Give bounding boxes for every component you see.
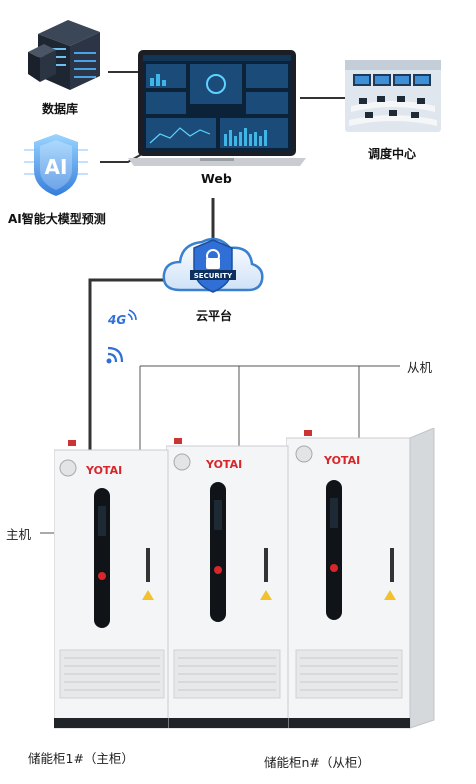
master-label: 主机	[6, 527, 32, 542]
4g-signal-icon: 4G	[107, 308, 138, 328]
web-laptop-icon	[128, 48, 306, 170]
cabinet-n: YOTAI	[285, 427, 452, 730]
database-server-icon	[28, 12, 112, 92]
link-cloud-cabinet	[88, 278, 170, 452]
cabinet-n-caption: 储能柜n#（从柜）	[264, 755, 370, 770]
ai-chip-icon: AI	[18, 130, 94, 200]
cabinet-1-brand: YOTAI	[86, 464, 123, 477]
web-label: Web	[201, 171, 232, 186]
dispatch-center-image	[345, 60, 441, 132]
svg-text:4G: 4G	[108, 313, 126, 327]
ai-model-label: AI智能大模型预测	[8, 212, 106, 226]
security-badge-text: SECURITY	[194, 272, 233, 280]
cabinet-2: YOTAI	[165, 436, 306, 730]
cabinet-1-master: YOTAI	[53, 436, 174, 730]
link-ai-web	[100, 153, 143, 163]
wifi-signal-icon	[106, 344, 126, 364]
slave-label: 从机	[407, 360, 433, 375]
cabinet-1-caption: 储能柜1#（主柜）	[28, 751, 134, 766]
database-label: 数据库	[42, 102, 79, 116]
cabinet-n-brand: YOTAI	[324, 454, 361, 467]
cabinet-2-brand: YOTAI	[206, 458, 243, 471]
cloud-security-icon: SECURITY	[160, 228, 266, 300]
ai-badge-text: AI	[45, 155, 68, 179]
cloud-platform-label: 云平台	[196, 309, 233, 323]
dispatch-center-label: 调度中心	[368, 147, 417, 161]
